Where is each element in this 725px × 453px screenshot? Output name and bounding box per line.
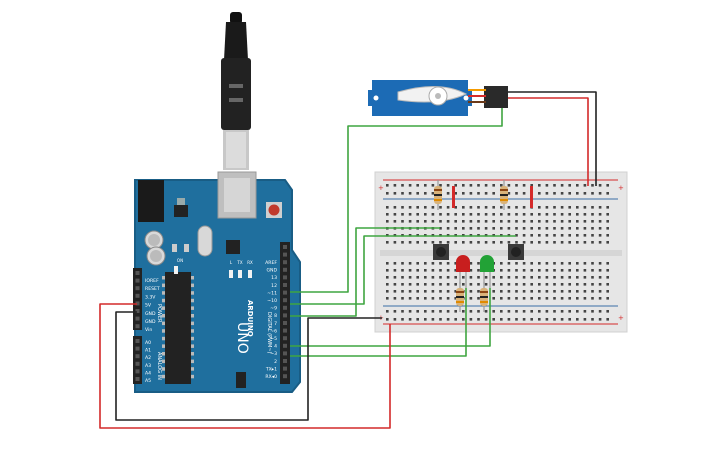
wire-5v [99, 303, 391, 429]
push-button[interactable] [433, 244, 449, 260]
pin-label: RESET [145, 286, 160, 292]
analog-header-label: ANALOG IN [156, 352, 162, 380]
pin-label: A4 [145, 370, 151, 376]
led-label: RX [247, 260, 253, 265]
led-green [480, 255, 494, 288]
pin-label: RX◂0 [265, 374, 277, 380]
resistor [500, 180, 508, 210]
board-brand: ARDUINO [246, 300, 254, 337]
svg-text:+: + [618, 314, 624, 322]
pin-label: GND [145, 319, 156, 325]
resistor [434, 180, 442, 210]
micro-servo [368, 80, 508, 116]
pin-label: 3.3V [145, 294, 156, 300]
pin-label: ~3 [270, 351, 277, 357]
arduino-uno-board: ARDUINO UNO DIGITAL (PWM~) POWER ANALOG … [133, 171, 301, 393]
pin-label: 2 [274, 359, 277, 365]
wires [99, 91, 597, 429]
pin-label: A1 [145, 348, 151, 354]
pin-label: ~5 [270, 336, 277, 342]
pin-label: A2 [145, 355, 151, 361]
pin-label: ~10 [267, 298, 277, 304]
pin-label: GND [145, 311, 156, 317]
wire-led-red [290, 288, 467, 357]
board-leds [174, 266, 252, 278]
pin-label: A0 [145, 340, 151, 346]
pin-label: TX▸1 [265, 366, 277, 372]
reset-button[interactable] [266, 202, 282, 218]
pin-label: ~9 [270, 306, 277, 312]
wire-servo-ground [508, 91, 597, 186]
pin-label: GND [266, 268, 277, 274]
push-button[interactable] [508, 244, 524, 260]
analog-header [133, 336, 142, 384]
wire-servo-signal [290, 108, 503, 293]
pin-label: ~11 [267, 290, 277, 296]
pin-label: IOREF [145, 278, 159, 284]
led-label: L [230, 260, 233, 265]
pin-label: 13 [271, 275, 277, 281]
resistors [434, 180, 508, 312]
pin-label: AREF [265, 260, 277, 266]
pin-label: 7 [274, 321, 277, 327]
pin-label: A3 [145, 363, 151, 369]
pin-label: 4 [274, 344, 277, 350]
pin-label: 8 [274, 313, 277, 319]
power-header-label: POWER [156, 304, 162, 323]
wire-ground [115, 311, 382, 421]
svg-text:+: + [618, 184, 624, 192]
resistor [480, 282, 488, 312]
wire-servo-power [508, 97, 589, 186]
svg-text:+: + [378, 184, 384, 192]
pin-label: ~6 [270, 328, 277, 334]
pin-label: 5V [145, 303, 152, 309]
pin-label: A5 [145, 378, 151, 384]
pin-label: 12 [271, 283, 277, 289]
wire-button-2 [290, 235, 516, 305]
power-header [133, 268, 142, 330]
resistor [456, 282, 464, 312]
atmega-chip [162, 272, 194, 384]
pin-label: Vin [145, 327, 152, 333]
usb-cable [221, 12, 251, 170]
power-jack [138, 180, 164, 222]
wire-led-green [290, 288, 491, 347]
board-model: UNO [234, 322, 250, 354]
wire-button-1 [290, 227, 440, 317]
led-label: TX [236, 260, 242, 265]
led-red [456, 255, 470, 288]
digital-header [280, 242, 290, 384]
led-label: ON [177, 258, 183, 263]
crystal [197, 225, 213, 257]
digital-header-label: DIGITAL (PWM~) [266, 312, 272, 354]
